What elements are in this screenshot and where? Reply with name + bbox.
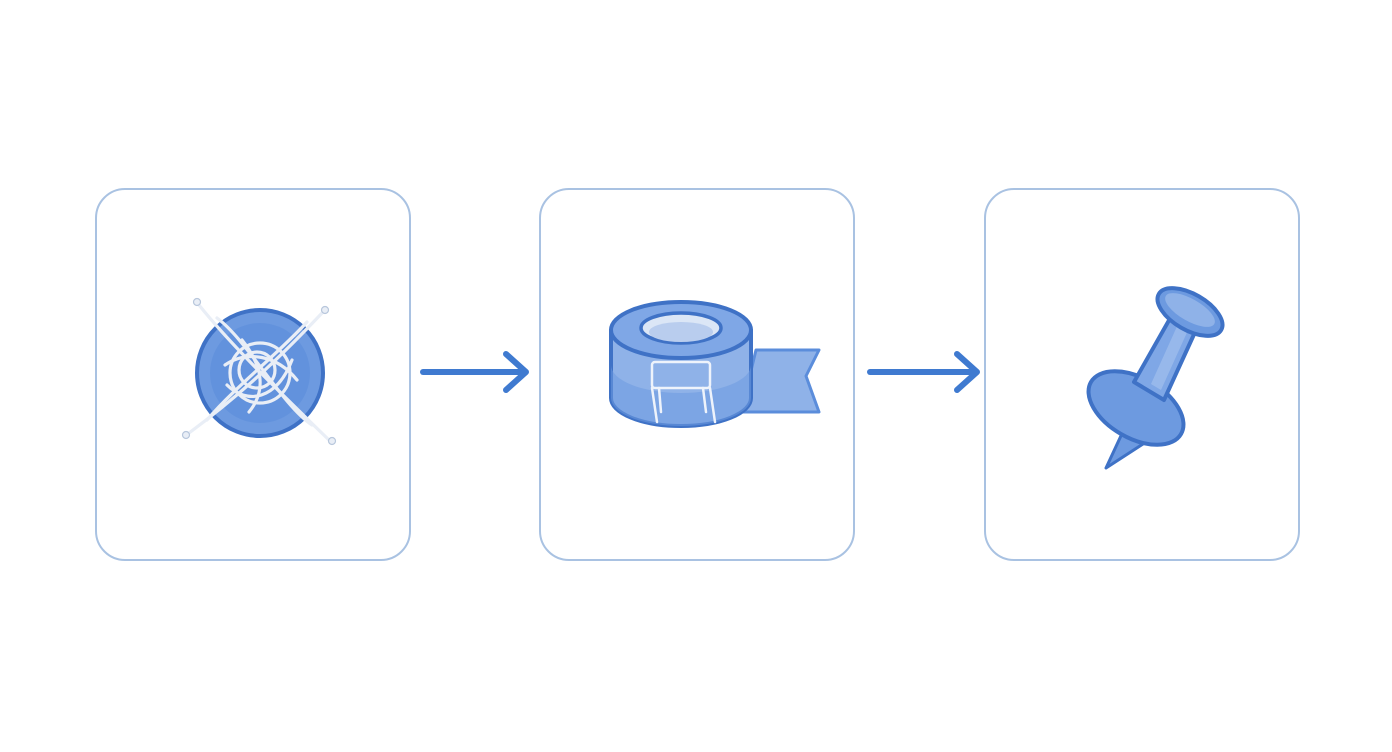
step-box-2 (539, 188, 855, 561)
push-pin-icon (1086, 286, 1225, 470)
tape-roll-icon (609, 300, 821, 428)
arrow-right-icon (420, 351, 529, 393)
step-box-3 (984, 188, 1300, 561)
step-box-1 (95, 188, 411, 561)
arrow-right-icon (867, 351, 980, 393)
tangled-string-icon (181, 297, 337, 446)
